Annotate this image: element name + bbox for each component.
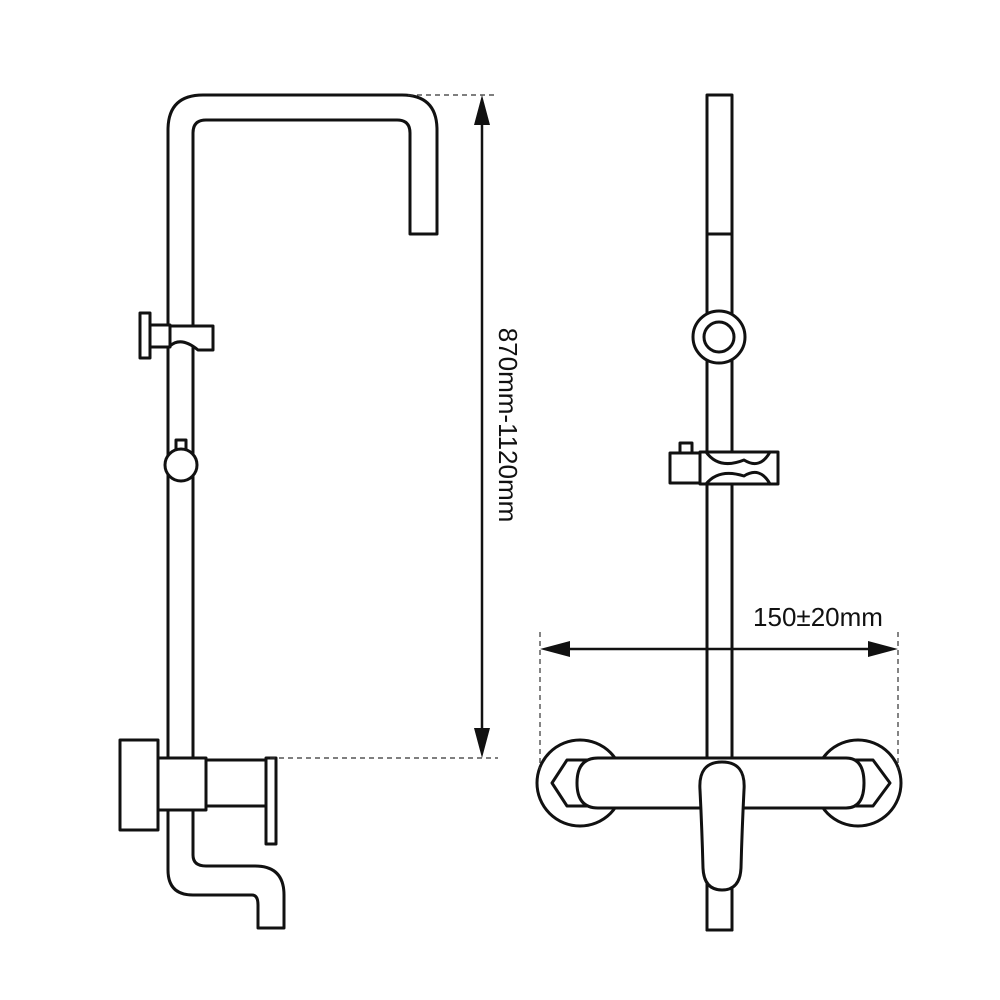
side-slide-knob [163, 438, 199, 483]
vertical-dimension-arrow [474, 95, 490, 758]
side-upper-bracket [138, 311, 215, 360]
front-lever-handle [698, 760, 746, 892]
side-wall-flange [118, 738, 160, 832]
side-bath-spout [166, 808, 286, 930]
side-lever-plate [264, 756, 278, 846]
front-view [535, 93, 903, 932]
front-slide-holder [668, 441, 780, 486]
side-riser-pipe [166, 93, 439, 762]
side-mixer-body [156, 756, 208, 812]
side-view [118, 93, 439, 930]
horizontal-dimension-label: 150±20mm [753, 602, 883, 632]
side-lever-body [204, 758, 274, 808]
front-top-bracket [691, 309, 747, 365]
horizontal-dimension-arrow [540, 641, 898, 657]
vertical-dimension-label: 870mm-1120mm [493, 328, 523, 523]
